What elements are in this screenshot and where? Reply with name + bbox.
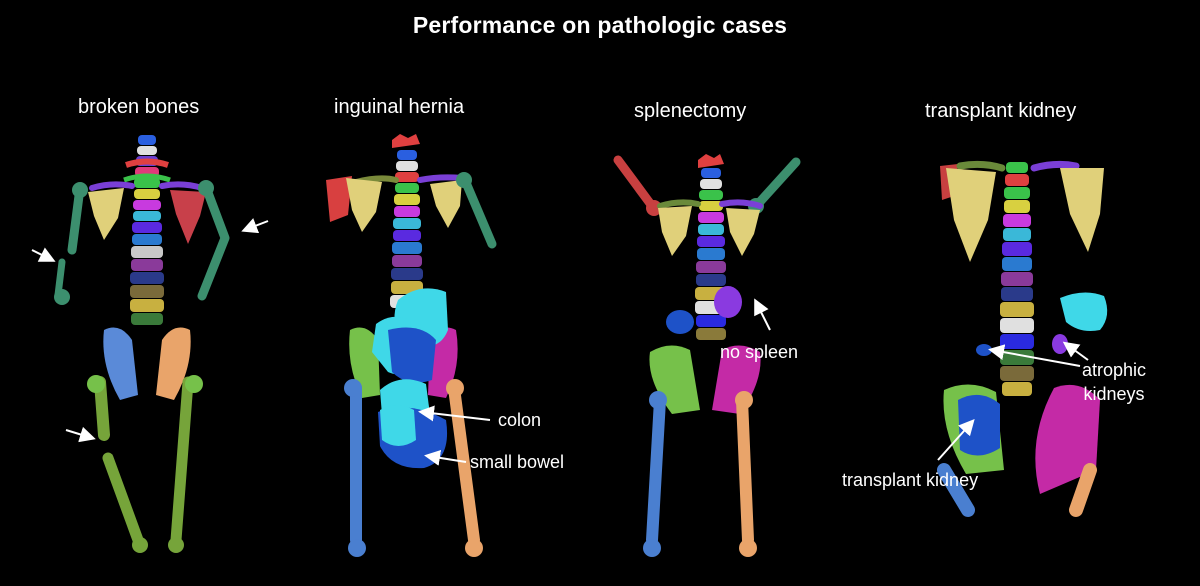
spine — [390, 150, 424, 308]
arrow-icon — [418, 405, 491, 422]
arrow-icon — [65, 426, 96, 443]
arrow-icon — [241, 218, 269, 234]
panel-label-inguinal-hernia: inguinal hernia — [334, 96, 465, 118]
annotation-no-spleen: no spleen — [720, 342, 799, 362]
arrow-icon — [31, 247, 56, 262]
arrow-icon — [988, 344, 1081, 367]
skeleton-splenectomy — [613, 154, 801, 557]
annotation-atrophic-kidneys: atrophic kidneys — [1082, 360, 1147, 404]
arrow-icon — [754, 298, 771, 331]
annotation-colon: colon — [498, 410, 542, 430]
arrow-icon — [1062, 341, 1089, 361]
arrow-icon — [937, 419, 975, 461]
spine — [123, 135, 171, 325]
annotation-small-bowel: small bowel — [470, 452, 565, 472]
transplant-kidney — [958, 394, 1000, 456]
panel-label-splenectomy: splenectomy — [634, 100, 747, 122]
panel-label-broken-bones: broken bones — [78, 96, 200, 118]
annotation-transplant-kidney: transplant kidney — [842, 470, 979, 490]
pelvis-left — [103, 327, 138, 400]
small-bowel — [388, 327, 436, 383]
figure-title: Performance on pathologic cases — [412, 12, 788, 38]
scapula-right — [170, 190, 206, 244]
skeleton-transplant-kidney — [937, 160, 1108, 517]
spine — [1000, 162, 1034, 396]
pelvis-right — [156, 327, 191, 400]
skeleton-broken-bones — [31, 135, 269, 553]
panel-label-transplant-kidney: transplant kidney — [925, 100, 1077, 122]
arrow-icon — [424, 449, 467, 466]
skeleton-inguinal-hernia — [326, 134, 497, 557]
scapula-left — [88, 188, 124, 240]
